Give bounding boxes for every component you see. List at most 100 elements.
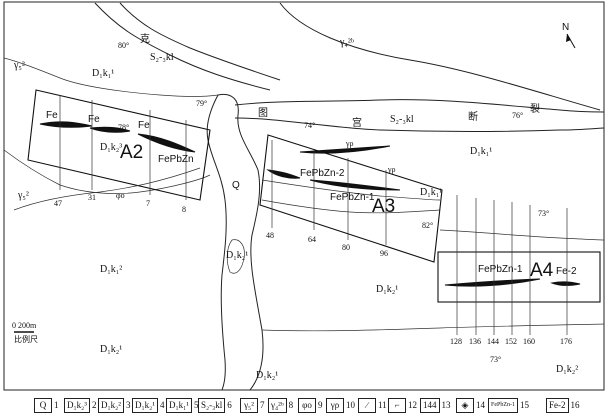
unit-label: D₁k₁¹ — [92, 68, 114, 79]
legend-number: 12 — [408, 400, 417, 410]
block-label-a2: A2 — [120, 142, 143, 163]
unit-label: S₂-₃kl — [390, 114, 414, 125]
dip-label: 82° — [422, 221, 433, 230]
block-label-a3: A3 — [372, 196, 395, 217]
legend-symbol: γ₅² — [240, 397, 258, 413]
legend-number: 7 — [260, 400, 265, 410]
ore-body-a4-1 — [444, 278, 541, 287]
ore-vein-a2 — [13, 167, 201, 211]
north-label: N — [562, 22, 569, 33]
ore-label: FePbZn — [158, 154, 194, 165]
ore-body-a4-2 — [550, 281, 581, 286]
fault-zone-lower — [234, 117, 605, 132]
section-number: 176 — [560, 337, 572, 346]
dip-label: 78° — [118, 123, 129, 132]
ore-label: Fe-2 — [556, 266, 577, 277]
unit-label: D₁k₁¹ — [470, 146, 492, 157]
legend-symbol: 144 — [420, 397, 440, 413]
legend-number: 16 — [570, 400, 580, 410]
ore-label: Fe — [88, 114, 100, 125]
legend-symbol: ◈ — [456, 397, 474, 413]
section-number: 96 — [380, 249, 388, 258]
unit-label: D₁k₂² — [556, 364, 578, 375]
place-char: 宫 — [352, 116, 362, 129]
legend-symbol: D₁k₂³ — [64, 397, 90, 413]
section-number: 136 — [469, 337, 481, 346]
legend-symbol: ⌐ — [388, 397, 406, 413]
legend-item: ∕11 — [358, 396, 387, 414]
dip-label: 79° — [196, 99, 207, 108]
fault-boundary-top — [94, 2, 271, 91]
unit-label: D₁k₂³ — [100, 142, 122, 153]
legend-number: 14 — [476, 400, 485, 410]
place-char: 断 — [468, 110, 478, 123]
fault-zone-upper — [234, 99, 605, 113]
legend-symbol: D₁k₁¹ — [166, 397, 192, 413]
legend-symbol: γ₄²ᵇ — [268, 397, 287, 413]
map-frame — [3, 1, 605, 391]
legend-symbol: φo — [298, 397, 316, 413]
legend-number: 6 — [227, 400, 232, 410]
legend-number: 10 — [346, 400, 355, 410]
quaternary-boundary-2 — [206, 94, 227, 391]
ore-label: FePbZn-2 — [300, 168, 345, 179]
legend-number: 9 — [318, 400, 323, 410]
section-number: 152 — [505, 337, 517, 346]
ore-label: FePbZn-1 — [330, 192, 375, 203]
unit-label: D₁k₁² — [100, 264, 122, 275]
block-a4-outline — [437, 251, 601, 303]
section-number: 128 — [450, 337, 462, 346]
unit-label: D₁k₂¹ — [376, 284, 398, 295]
legend-number: 8 — [288, 400, 294, 410]
contact-line-bottom — [261, 323, 605, 332]
dip-labels: 80° 79° 78° 74° 76° 82° 73° 73° — [118, 41, 549, 364]
place-char: 克 — [140, 33, 150, 45]
ore-label: FePbZn-1 — [478, 264, 523, 275]
north-arrow: N — [562, 22, 576, 49]
ore-body-a2-1 — [39, 121, 93, 128]
section-number: 64 — [308, 235, 316, 244]
symbol-label: φo — [116, 191, 125, 200]
unit-label: D₁k₂¹ — [256, 370, 278, 381]
section-number: 47 — [54, 199, 62, 208]
place-char: 裂 — [530, 102, 540, 115]
section-number: 48 — [266, 231, 274, 240]
legend-number: 3 — [125, 400, 131, 410]
dip-label: 73° — [490, 355, 501, 364]
legend-number: 11 — [378, 400, 387, 410]
legend-number: 5 — [193, 400, 199, 410]
legend-symbol: ∕ — [358, 397, 376, 413]
section-number: 144 — [487, 337, 499, 346]
quaternary-boundary — [217, 93, 264, 391]
dip-label: 73° — [538, 209, 549, 218]
legend-symbol: S₂-₃kl — [198, 397, 226, 413]
ore-body-a2-3 — [137, 133, 196, 153]
unit-labels: γ₅² D₁k₁¹ S₂-₃kl γ₄²ᵇ D₁k₁¹ D₁k₁¹ D₁k₂³ … — [13, 37, 578, 381]
unit-label: D₁k₂¹ — [226, 250, 248, 261]
section-number: 80 — [342, 243, 350, 252]
legend-symbol: Fe-2 — [546, 397, 569, 413]
fault-boundary-top-2 — [119, 2, 281, 81]
legend-number: 13 — [441, 400, 451, 410]
legend-symbol: Q — [34, 397, 52, 413]
legend-symbol: γρ — [326, 397, 344, 413]
unit-label: γ₅² — [13, 60, 25, 71]
ore-body-a3-3 — [309, 179, 401, 191]
legend-item: ◈14 — [456, 396, 485, 414]
unit-label: D₁k₁¹ — [420, 187, 442, 198]
section-number: 8 — [182, 205, 186, 214]
